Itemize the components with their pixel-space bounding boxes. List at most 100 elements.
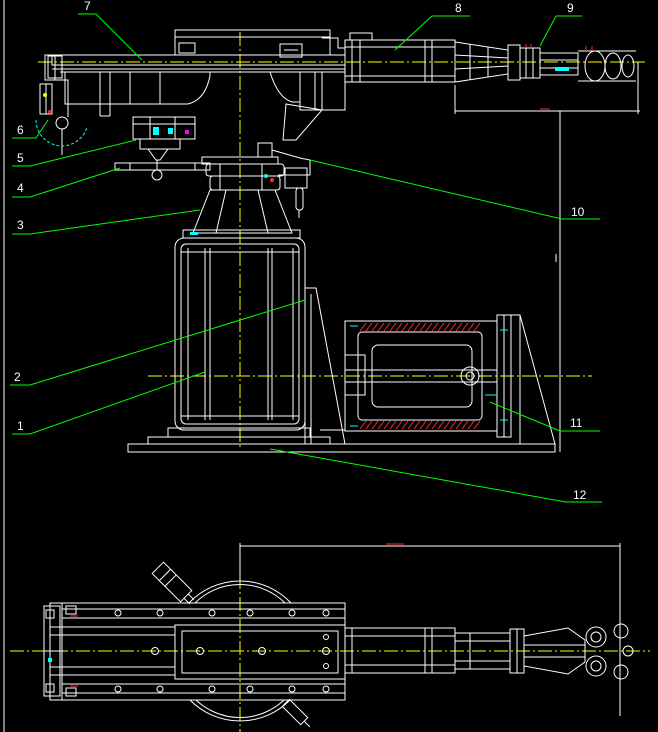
bolt-hole [246,685,254,693]
callout-label-5: 5 [17,151,24,165]
callout-7: 7 [78,0,143,61]
leader-line-12 [269,448,602,503]
callout-9: 9 [539,1,582,47]
shoulder-rotary-joint [201,156,285,191]
base-plinth-rect [167,427,311,438]
wrist-taper-line [454,65,509,70]
bolt-hole [322,685,330,693]
callout-10: 10 [309,159,600,220]
base-rotation-circle [188,580,292,722]
forearm-cylinder-rect [349,32,373,41]
handle-plan-rect [281,698,309,726]
callout-label-4: 4 [17,181,24,195]
support-bracket [304,287,346,445]
callout-4: 4 [12,167,121,198]
column-cap-detail [190,232,198,235]
gripper-plan-circle [613,664,629,680]
drive-block-detail [168,128,173,134]
callout-3: 3 [12,209,201,235]
leader-line-10 [309,159,600,220]
lift-drive-unit [344,314,556,445]
plan-view [10,543,650,732]
bolt-hole [288,685,296,693]
lift-drive-unit-polyline [511,314,556,445]
gripper-elevation-ellipse [584,50,606,82]
callout-8: 8 [394,1,470,51]
lift-drive-unit-rect [344,354,366,396]
drive-unit-details [350,325,508,427]
balance-rod [114,160,211,181]
arm-carriage-plan-rect [174,624,346,680]
wrist-motor-plan-rect [151,561,193,603]
leader-line-2 [10,299,306,386]
gripper-elevation [519,47,636,82]
left-end-block-plan-rect [45,609,55,619]
left-end-block-plan-rect [65,605,77,615]
gripper-plan-circle [585,655,607,677]
dimension-lines-upper [454,62,640,452]
wrist-motor-plan-line [158,568,171,581]
gripper-elevation-rect [519,47,541,79]
elevation-centerlines [38,32,645,447]
plan-centerlines [10,575,650,732]
upper-arm-beam [47,29,346,141]
lift-drive-unit-rect [371,344,473,408]
bolt-hole [196,647,204,655]
elevation-view [35,29,645,453]
bolt-hole [156,685,164,693]
bolt-hole [208,685,216,693]
bolt-hole [323,663,329,669]
callout-label-9: 9 [567,1,574,15]
bolt-hole [323,634,329,640]
wrist-motor-plan-line [183,597,191,605]
callout-1: 1 [12,371,206,435]
base-rotation-circle-path [194,584,286,604]
shoulder-bracket-rect [257,142,273,158]
gripper-plan [523,623,634,680]
lift-drive-unit-circle [465,371,475,381]
callout-label-10: 10 [571,205,585,219]
waist-cone [192,189,293,234]
base-plinth-rect [147,436,331,445]
upper-arm-beam-rect [178,42,196,54]
column [174,229,306,431]
shoulder-bracket-rect [284,167,308,189]
gripper-sensor [555,67,569,71]
callout-label-12: 12 [573,488,587,502]
leader-line-7 [78,13,143,61]
forearm-cylinder [344,32,456,83]
bolt-hole [151,647,159,655]
waist-cone-polygon [192,189,293,234]
leader-line-4 [12,167,121,198]
left-end-block-plan-rect [65,687,77,697]
gripper-elevation-ellipse [604,52,622,80]
shoulder-rotary-joint-rect [205,163,285,177]
drive-hatching [359,322,481,430]
callouts: 7 8 9 6 5 4 3 10 [10,0,602,503]
end-effector-left-rect [44,54,56,81]
wrist-drive-block-rect [139,138,181,150]
swing-radius-arc [35,119,88,147]
forearm-plan [344,627,525,674]
gripper-plan-circle [613,623,629,639]
gripper-plan-circle [590,660,602,672]
bolt-hole [246,609,254,617]
drive-block-detail [185,130,189,134]
arm-carriage-plan-rect [181,630,339,674]
end-effector-left-polyline [55,79,69,117]
pivot-marker [48,110,52,114]
gripper-plan-circle [590,631,602,643]
dimension-lines-plan [239,543,621,716]
base-plinth-rect [127,443,556,453]
wrist-taper-line [454,54,509,59]
wrist-drive-block-polygon [147,148,169,161]
waist-cone-line [257,189,269,234]
callout-12: 12 [269,448,602,503]
base-plinth [127,427,556,453]
leader-line-6 [12,119,49,139]
leader-line-11 [489,401,600,432]
leader-line-1 [12,371,206,435]
callout-6: 6 [12,119,49,139]
gripper-plan-circle [585,626,607,648]
